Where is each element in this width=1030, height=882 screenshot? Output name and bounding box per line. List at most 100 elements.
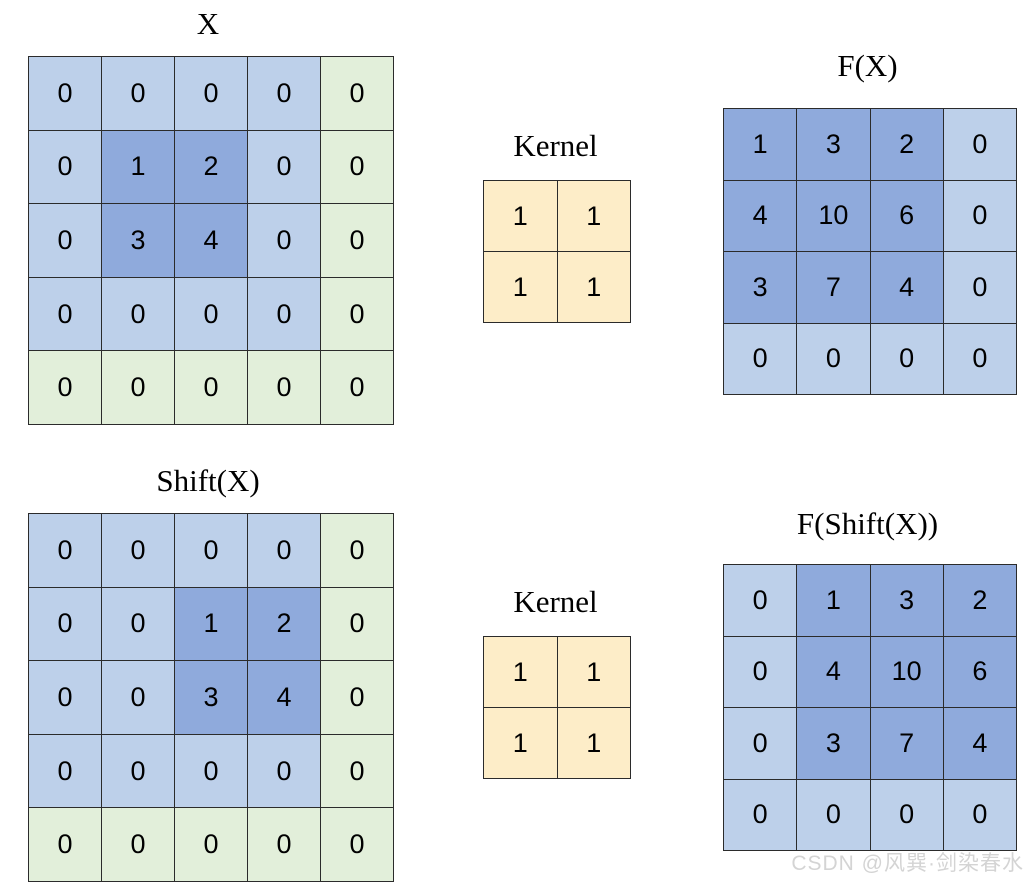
panel-title-kernel-bottom: Kernel bbox=[513, 584, 598, 619]
matrix-cell: 0 bbox=[722, 778, 798, 851]
matrix-cell: 3 bbox=[796, 707, 871, 780]
matrix-cell: 1 bbox=[556, 180, 631, 252]
matrix-cell: 3 bbox=[722, 251, 798, 324]
matrix-cell: 0 bbox=[247, 129, 321, 205]
matrix-cell: 2 bbox=[869, 108, 944, 181]
matrix-cell: 0 bbox=[174, 733, 248, 809]
panel-title-kernel-top: Kernel bbox=[513, 128, 598, 163]
matrix-cell: 0 bbox=[28, 203, 102, 278]
matrix-cell: 0 bbox=[320, 586, 394, 662]
matrix-cell: 0 bbox=[942, 179, 1018, 252]
matrix-cell: 0 bbox=[28, 807, 102, 882]
matrix-cell: 6 bbox=[869, 179, 944, 252]
matrix-cell: 1 bbox=[556, 251, 631, 323]
matrix-cell: 4 bbox=[174, 203, 248, 278]
matrix-cell: 0 bbox=[174, 56, 248, 131]
matrix-cell: 1 bbox=[483, 251, 558, 323]
matrix-cell: 0 bbox=[942, 251, 1018, 324]
matrix-cell: 0 bbox=[247, 513, 321, 588]
matrix-cell: 4 bbox=[247, 660, 321, 735]
matrix-cell: 10 bbox=[869, 635, 944, 708]
matrix-cell: 1 bbox=[556, 636, 631, 708]
matrix-cell: 0 bbox=[247, 733, 321, 809]
matrix-cell: 0 bbox=[28, 276, 102, 352]
matrix-cell: 0 bbox=[869, 778, 944, 851]
matrix-cell: 1 bbox=[101, 129, 175, 205]
matrix-cell: 2 bbox=[174, 129, 248, 205]
matrix-cell: 0 bbox=[101, 56, 175, 131]
matrix-cell: 0 bbox=[722, 322, 798, 395]
matrix-cell: 0 bbox=[796, 778, 871, 851]
matrix-cell: 0 bbox=[28, 586, 102, 662]
matrix-cell: 7 bbox=[869, 707, 944, 780]
matrix-cell: 1 bbox=[722, 108, 798, 181]
matrix-cell: 0 bbox=[722, 635, 798, 708]
matrix-cell: 0 bbox=[942, 322, 1018, 395]
matrix-cell: 0 bbox=[320, 203, 394, 278]
matrix-cell: 0 bbox=[320, 350, 394, 425]
matrix-cell: 1 bbox=[483, 707, 558, 779]
matrix-cell: 1 bbox=[483, 180, 558, 252]
matrix-cell: 6 bbox=[942, 635, 1018, 708]
matrix-cell: 0 bbox=[247, 350, 321, 425]
matrix-cell: 1 bbox=[174, 586, 248, 662]
matrix-cell: 0 bbox=[320, 733, 394, 809]
matrix-cell: 0 bbox=[722, 564, 798, 637]
matrix-cell: 0 bbox=[247, 276, 321, 352]
matrix-cell: 0 bbox=[101, 733, 175, 809]
matrix-cell: 3 bbox=[174, 660, 248, 735]
matrix-cell: 0 bbox=[247, 56, 321, 131]
matrix-cell: 0 bbox=[28, 733, 102, 809]
matrix-cell: 0 bbox=[28, 660, 102, 735]
matrix-cell: 0 bbox=[28, 513, 102, 588]
matrix-cell: 1 bbox=[796, 564, 871, 637]
matrix-cell: 0 bbox=[869, 322, 944, 395]
matrix-cell: 0 bbox=[796, 322, 871, 395]
matrix-cell: 0 bbox=[174, 513, 248, 588]
matrix-cell: 0 bbox=[101, 660, 175, 735]
matrix-cell: 0 bbox=[247, 203, 321, 278]
matrix-cell: 0 bbox=[320, 276, 394, 352]
matrix-cell: 4 bbox=[869, 251, 944, 324]
matrix-cell: 0 bbox=[101, 350, 175, 425]
panel-title-f-shift-x: F(Shift(X)) bbox=[796, 506, 939, 541]
matrix-cell: 0 bbox=[101, 513, 175, 588]
matrix-cell: 3 bbox=[796, 108, 871, 181]
panel-title-x: X bbox=[196, 6, 220, 41]
matrix-cell: 2 bbox=[942, 564, 1018, 637]
matrix-cell: 0 bbox=[320, 807, 394, 882]
matrix-cell: 0 bbox=[174, 276, 248, 352]
matrix-cell: 0 bbox=[101, 586, 175, 662]
matrix-cell: 0 bbox=[320, 56, 394, 131]
matrix-cell: 0 bbox=[320, 513, 394, 588]
matrix-cell: 0 bbox=[722, 707, 798, 780]
matrix-cell: 0 bbox=[28, 350, 102, 425]
matrix-cell: 2 bbox=[247, 586, 321, 662]
